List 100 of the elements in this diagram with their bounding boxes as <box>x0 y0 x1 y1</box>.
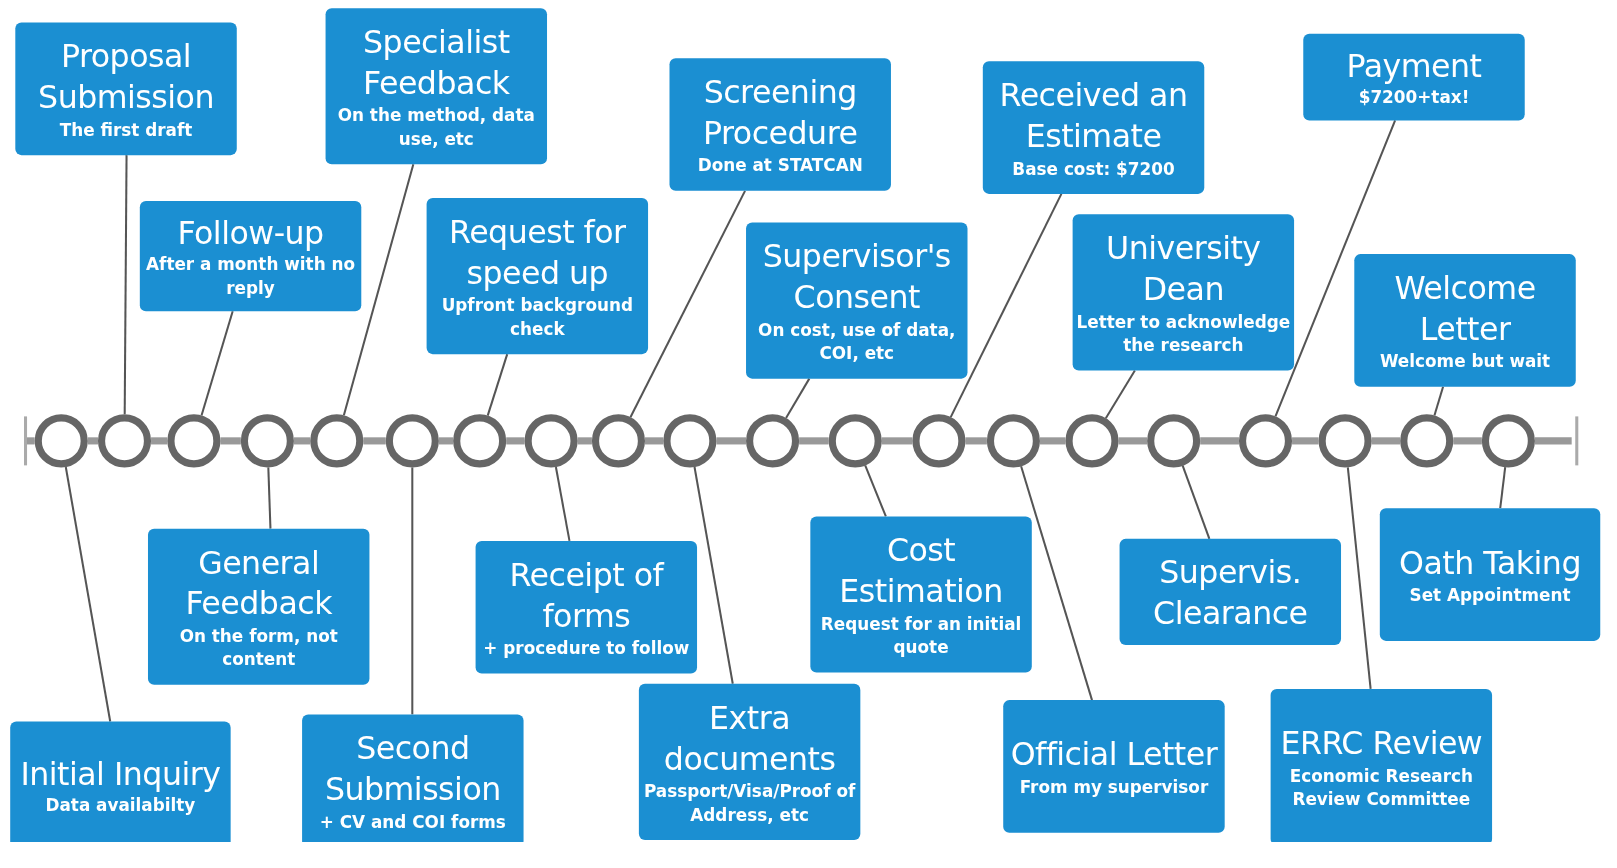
timeline-segment <box>645 437 664 445</box>
milestone-circle <box>591 414 645 468</box>
timeline-segment <box>1292 437 1319 445</box>
milestone-box <box>638 683 861 840</box>
milestone-circle <box>385 414 439 468</box>
step-note: + CV and COI forms <box>319 811 506 834</box>
leader-line <box>200 310 234 416</box>
step-note: On the method, data use, etc <box>336 104 536 151</box>
step-title: Initial Inquiry <box>20 754 221 794</box>
step-title: Proposal Submission <box>37 36 215 118</box>
milestone-box <box>10 721 231 842</box>
timeline-segment <box>1200 437 1239 445</box>
step-title: Request for speed up <box>448 212 627 294</box>
step-note: After a month with no reply <box>145 254 357 301</box>
leader-line <box>693 466 734 684</box>
step-title: Received an Estimate <box>998 75 1189 157</box>
milestone-box <box>139 201 362 312</box>
leader-line <box>864 465 887 517</box>
timeline-segment <box>151 437 168 445</box>
milestone-circle <box>240 414 294 468</box>
step-title: Supervis. Clearance <box>1152 551 1309 633</box>
milestone-circle <box>1481 414 1535 468</box>
step-note: Data availabilty <box>45 795 196 818</box>
milestone-box <box>325 8 548 165</box>
milestone-box <box>1003 700 1225 833</box>
step-title: Follow-up <box>177 213 324 253</box>
step-title: Second Submission <box>323 728 502 810</box>
milestone-box <box>1119 538 1342 645</box>
timeline-segment <box>87 437 98 445</box>
timeline-segment <box>438 437 454 445</box>
step-note: + procedure to follow <box>483 637 690 660</box>
milestone-box <box>982 61 1205 194</box>
step-title: Welcome Letter <box>1393 268 1537 350</box>
leader-line <box>411 467 414 715</box>
milestone-box <box>810 516 1032 673</box>
step-title: Receipt of forms <box>508 555 666 637</box>
step-title: General Feedback <box>184 543 333 624</box>
step-note: $7200+tax! <box>1358 86 1470 110</box>
step-title: Screening Procedure <box>702 72 859 154</box>
leader-line <box>949 193 1063 418</box>
timeline-segment <box>799 437 829 445</box>
milestone-box <box>746 222 968 379</box>
leader-line <box>1181 465 1211 540</box>
timeline-segment <box>1039 437 1066 445</box>
milestone-box <box>148 528 370 685</box>
timeline-segment <box>716 437 747 445</box>
milestone-circle <box>453 414 507 468</box>
timeline-segment <box>363 437 386 445</box>
milestone-circle <box>828 414 882 468</box>
leader-line <box>1433 386 1445 416</box>
milestone-circle <box>1147 414 1201 468</box>
leader-line <box>785 378 811 419</box>
timeline-segment <box>1118 437 1148 445</box>
timeline-segment <box>220 437 241 445</box>
timeline-segment <box>293 437 311 445</box>
milestone-box <box>1270 688 1493 842</box>
leader-line <box>1499 467 1507 509</box>
timeline-segment <box>1453 437 1482 445</box>
step-note: On cost, use of data, COI, etc <box>757 319 957 366</box>
step-note: Set Appointment <box>1409 584 1571 607</box>
timeline-segment <box>881 437 913 445</box>
milestone-box <box>1072 214 1295 371</box>
leader-line <box>629 190 746 418</box>
milestone-box <box>426 198 649 355</box>
timeline-segment <box>1371 437 1401 445</box>
step-title: Extra documents <box>662 698 837 780</box>
milestone-box <box>15 22 237 156</box>
leader-line <box>486 353 509 416</box>
milestone-box <box>669 58 891 191</box>
step-title: Official Letter <box>1010 735 1218 775</box>
leader-line <box>342 164 415 416</box>
timeline-segment <box>965 437 987 445</box>
leader-line <box>1274 120 1397 417</box>
milestone-box <box>475 540 698 674</box>
milestone-box <box>302 714 524 842</box>
leader-line <box>1020 466 1093 701</box>
leader-line <box>64 466 112 722</box>
milestone-box <box>1379 508 1601 641</box>
milestone-circle <box>986 414 1040 468</box>
step-note: Done at STATCAN <box>697 154 863 178</box>
leader-line <box>267 467 272 529</box>
step-title: Payment <box>1346 45 1482 86</box>
step-title: ERRC Review <box>1280 723 1483 764</box>
leader-line <box>554 466 571 542</box>
leader-line <box>1104 369 1136 419</box>
step-note: From my supervisor <box>1019 776 1209 799</box>
step-title: Cost Estimation <box>838 530 1004 612</box>
step-note: The first draft <box>59 119 193 142</box>
step-title: Oath Taking <box>1399 543 1581 583</box>
step-note: Economic Research Review Committee <box>1288 765 1474 811</box>
step-note: Request for an initial quote <box>819 613 1023 660</box>
leader-line <box>1346 467 1372 689</box>
milestone-box <box>1354 254 1576 387</box>
milestone-box <box>1303 33 1525 121</box>
step-note: Welcome but wait <box>1379 350 1551 374</box>
timeline-segment <box>577 437 592 445</box>
step-note: On the form, not content <box>178 625 339 672</box>
step-title: University Dean <box>1105 228 1262 310</box>
step-note: Upfront background check <box>440 294 634 341</box>
step-note: Base cost: $7200 <box>1012 157 1175 181</box>
